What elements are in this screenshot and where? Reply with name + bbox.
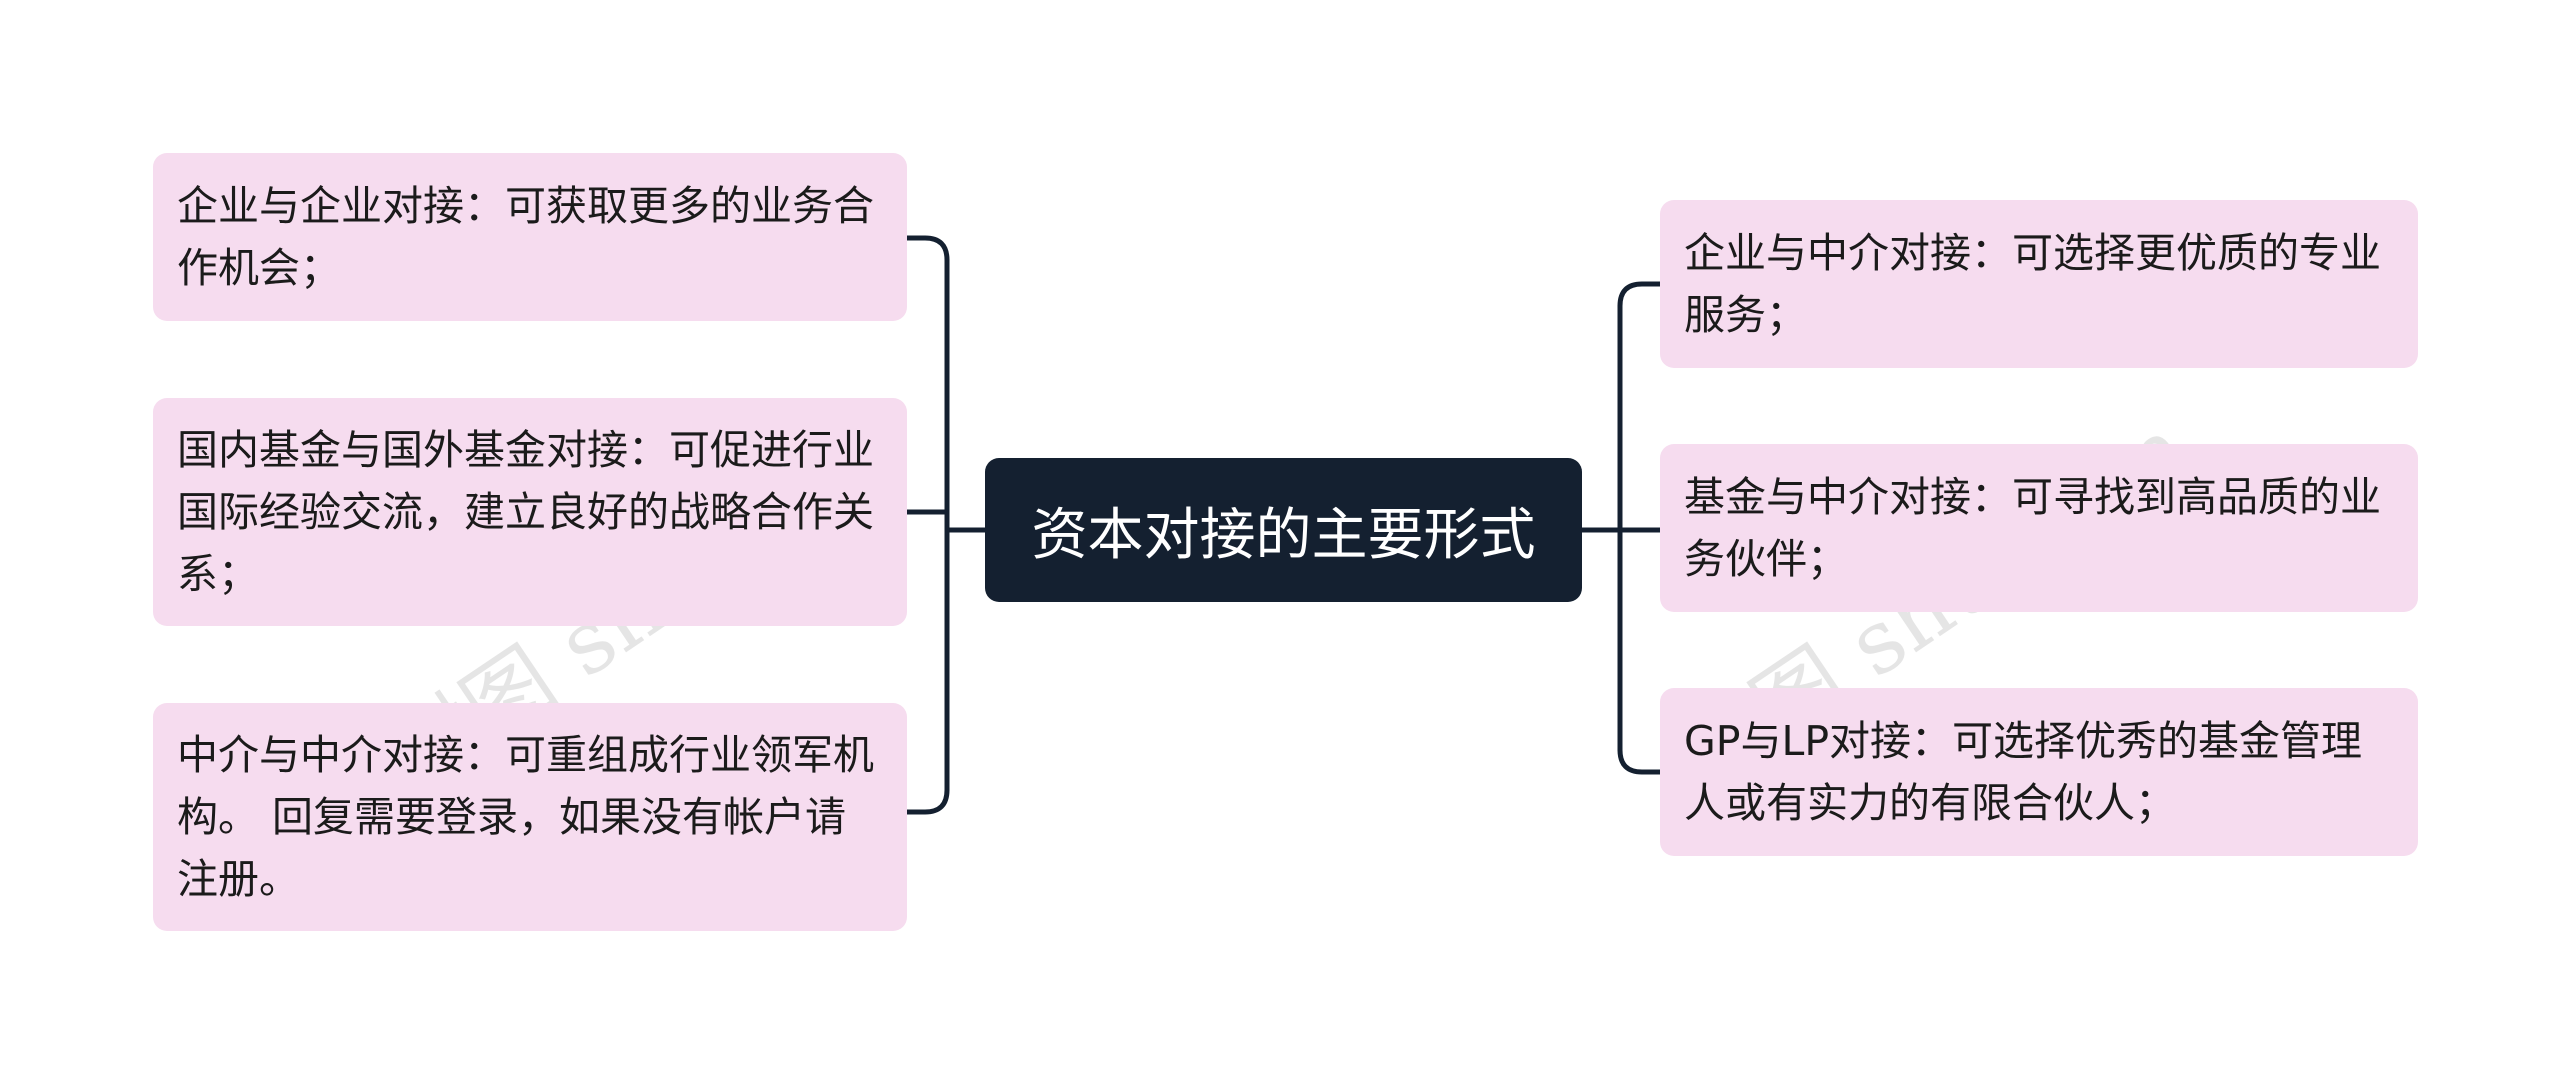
branch-node-left-3[interactable]: 中介与中介对接：可重组成行业领军机构。 回复需要登录，如果没有帐户请注册。 [153,703,907,931]
branch-node-text: 基金与中介对接：可寻找到高品质的业务伙伴； [1684,473,2381,583]
branch-node-text: 中介与中介对接：可重组成行业领军机构。 回复需要登录，如果没有帐户请注册。 [177,731,874,903]
branch-node-text: 企业与中介对接：可选择更优质的专业服务； [1684,229,2381,339]
connector-left-1 [904,235,950,263]
branch-node-text: GP与LP对接：可选择优秀的基金管理人或有实力的有限合伙人； [1684,717,2363,827]
connector-left-3 [904,787,950,815]
connector-right-1 [1617,281,1663,309]
branch-node-text: 企业与企业对接：可获取更多的业务合作机会； [177,182,874,292]
central-topic-label: 资本对接的主要形式 [1031,502,1536,568]
branch-node-right-1[interactable]: 企业与中介对接：可选择更优质的专业服务； [1660,200,2418,368]
branch-node-right-2[interactable]: 基金与中介对接：可寻找到高品质的业务伙伴； [1660,444,2418,612]
branch-node-left-1[interactable]: 企业与企业对接：可获取更多的业务合作机会； [153,153,907,321]
central-topic-node[interactable]: 资本对接的主要形式 [985,458,1582,602]
branch-node-left-2[interactable]: 国内基金与国外基金对接：可促进行业国际经验交流，建立良好的战略合作关系； [153,398,907,626]
branch-node-right-3[interactable]: GP与LP对接：可选择优秀的基金管理人或有实力的有限合伙人； [1660,688,2418,856]
branch-node-text: 国内基金与国外基金对接：可促进行业国际经验交流，建立良好的战略合作关系； [177,426,874,598]
connector-right-3 [1617,747,1663,775]
